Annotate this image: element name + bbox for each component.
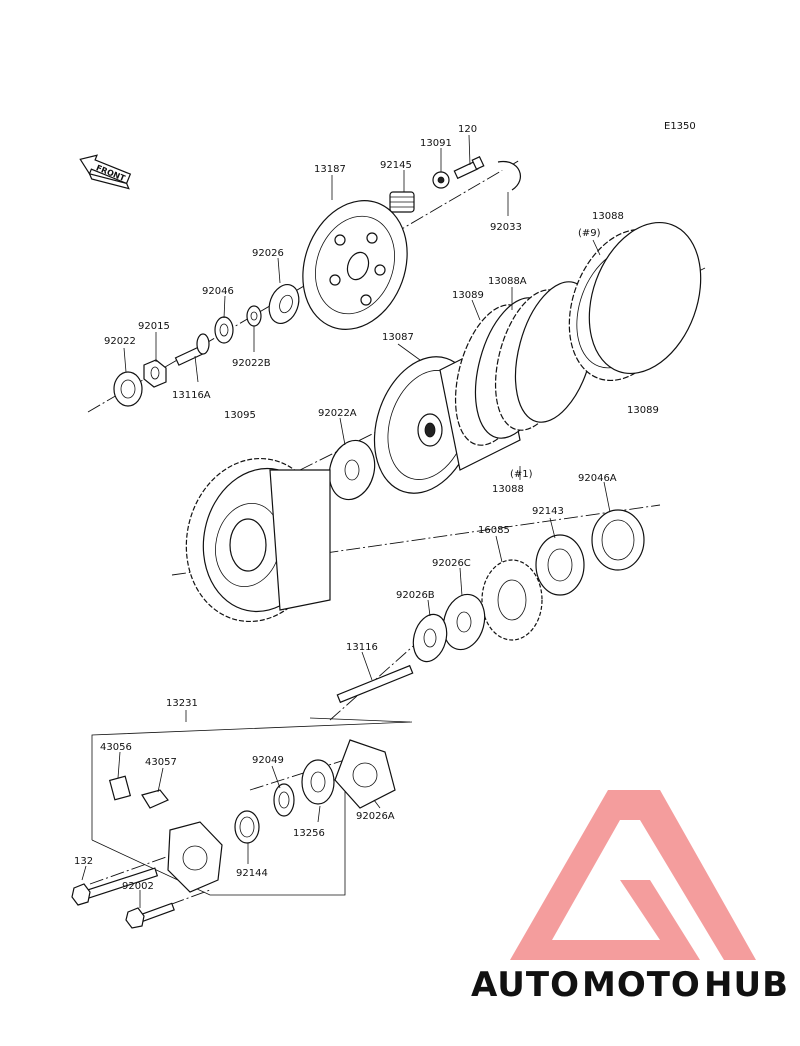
pusher-13116A (174, 333, 210, 366)
watermark-hub: HUB (704, 965, 789, 1005)
part-label-13089-right: 13089 (627, 405, 659, 416)
clutch-housing-13095 (185, 457, 331, 623)
part-label-92022B: 92022B (232, 358, 271, 369)
seal-92049 (273, 783, 295, 817)
bolt-120 (453, 155, 485, 180)
part-label-92022: 92022 (104, 336, 136, 347)
part-label-13187: 13187 (314, 164, 346, 175)
pressure-plate-13187 (302, 200, 408, 330)
plates-13089-13088-9 (568, 221, 702, 382)
spring-92144 (234, 810, 260, 844)
watermark-auto: AUTO (471, 965, 580, 1005)
part-label-13116A: 13116A (172, 390, 211, 401)
part-label-92026B: 92026B (396, 590, 435, 601)
spring-92145 (389, 191, 415, 213)
part-label-92143: 92143 (532, 506, 564, 517)
part-label-92144: 92144 (236, 868, 268, 879)
slave-cylinder-body (167, 821, 223, 893)
part-label-13088-1-note: (#1) (510, 469, 533, 480)
push-rod-13116 (336, 664, 414, 704)
part-label-92015: 92015 (138, 321, 170, 332)
needle-bearing-92046 (214, 316, 234, 344)
part-label-92033: 92033 (490, 222, 522, 233)
part-label-120: 120 (458, 124, 477, 135)
bearing-92022 (113, 371, 143, 407)
front-arrow-icon: FRONT (79, 154, 132, 190)
watermark-moto: MOTO (582, 965, 701, 1005)
part-label-13088A: 13088A (488, 276, 527, 287)
part-label-13116: 13116 (346, 642, 378, 653)
part-label-43056: 43056 (100, 742, 132, 753)
gasket-92026A (334, 739, 396, 809)
part-label-13091: 13091 (420, 138, 452, 149)
watermark-logo-icon (510, 790, 756, 960)
part-label-43057: 43057 (145, 757, 177, 768)
circlip-92033 (497, 160, 521, 191)
part-label-92145: 92145 (380, 160, 412, 171)
part-label-92049: 92049 (252, 755, 284, 766)
part-label-132: 132 (74, 856, 93, 867)
washer-92026 (268, 284, 300, 324)
part-label-13231: 13231 (166, 698, 198, 709)
part-label-92026A: 92026A (356, 811, 395, 822)
part-label-92026C: 92026C (432, 558, 471, 569)
part-label-13088-1: 13088 (492, 484, 524, 495)
part-label-13256: 13256 (293, 828, 325, 839)
piston-13256 (301, 759, 335, 805)
sleeve-92143 (535, 534, 585, 596)
part-label-92026: 92026 (252, 248, 284, 259)
cap-43057 (141, 789, 169, 809)
part-label-16085: 16085 (478, 525, 510, 536)
bleed-valve-43056 (108, 775, 132, 801)
diagram-code: E1350 (664, 121, 696, 132)
part-label-13088-9: 13088 (592, 211, 624, 222)
part-label-92002: 92002 (122, 881, 154, 892)
washer-92026B (412, 613, 448, 663)
nut-92015 (143, 359, 167, 388)
leader-lines (81, 134, 611, 908)
automotohub-watermark: AUTO MOTO HUB (471, 790, 789, 1005)
needle-bearing-92046A (591, 509, 645, 571)
part-labels: 120 13091 13187 92145 92033 13088 (#9) 9… (74, 124, 659, 892)
part-label-92046: 92046 (202, 286, 234, 297)
part-label-13095: 13095 (224, 410, 256, 421)
part-label-13088-9-note: (#9) (578, 228, 601, 239)
gear-16085 (481, 559, 543, 641)
part-label-92022A: 92022A (318, 408, 357, 419)
washer-92022B (246, 305, 262, 327)
part-label-13087: 13087 (382, 332, 414, 343)
washer-92026C (442, 593, 486, 651)
washer-92022A (328, 439, 376, 501)
part-label-92046A: 92046A (578, 473, 617, 484)
part-label-13089-top: 13089 (452, 290, 484, 301)
